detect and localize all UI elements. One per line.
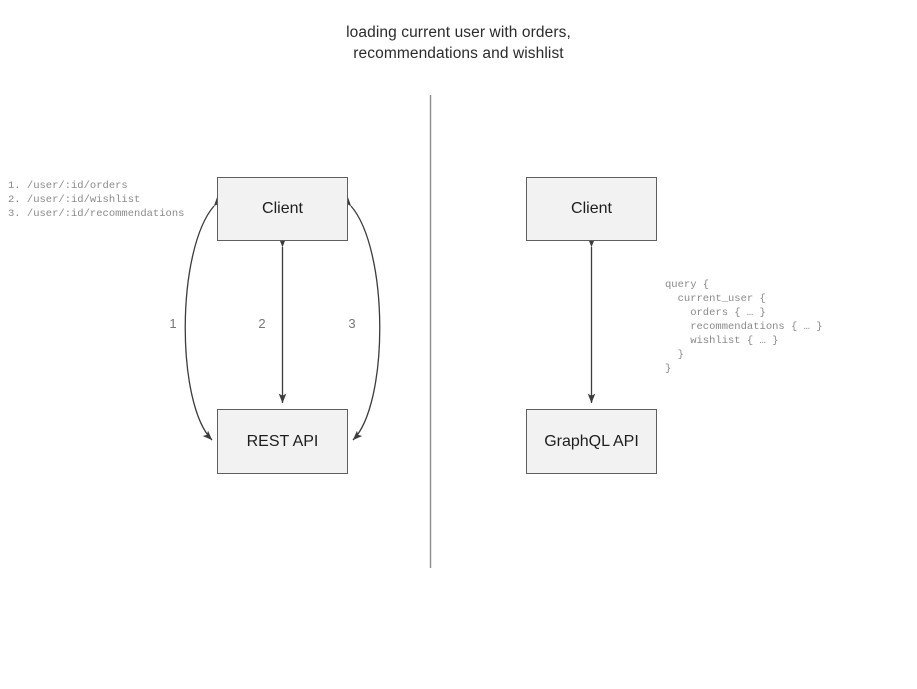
node-client-rest[interactable]: Client (217, 177, 348, 241)
rest-endpoints-annotation: 1. /user/:id/orders 2. /user/:id/wishlis… (8, 180, 185, 220)
graphql-query-annotation: query { current_user { orders { … } reco… (665, 279, 823, 375)
edge-label-3: 3 (348, 316, 356, 331)
node-graphql-api[interactable]: GraphQL API (526, 409, 657, 474)
diagram-title: loading current user with orders, recomm… (0, 22, 917, 64)
edge-label-1: 1 (169, 316, 177, 331)
edge-label-2: 2 (258, 316, 266, 331)
node-graphql-api-label: GraphQL API (544, 432, 639, 450)
node-rest-api-label: REST API (246, 432, 319, 450)
diagram-title-line-1: loading current user with orders, (346, 24, 571, 41)
node-client-rest-label: Client (262, 200, 303, 217)
node-client-graphql[interactable]: Client (526, 177, 657, 241)
rest-edge-1-path (184, 196, 223, 441)
node-rest-api[interactable]: REST API (217, 409, 348, 474)
diagram-title-line-2: recommendations and wishlist (353, 45, 564, 62)
node-client-graphql-label: Client (571, 200, 612, 217)
